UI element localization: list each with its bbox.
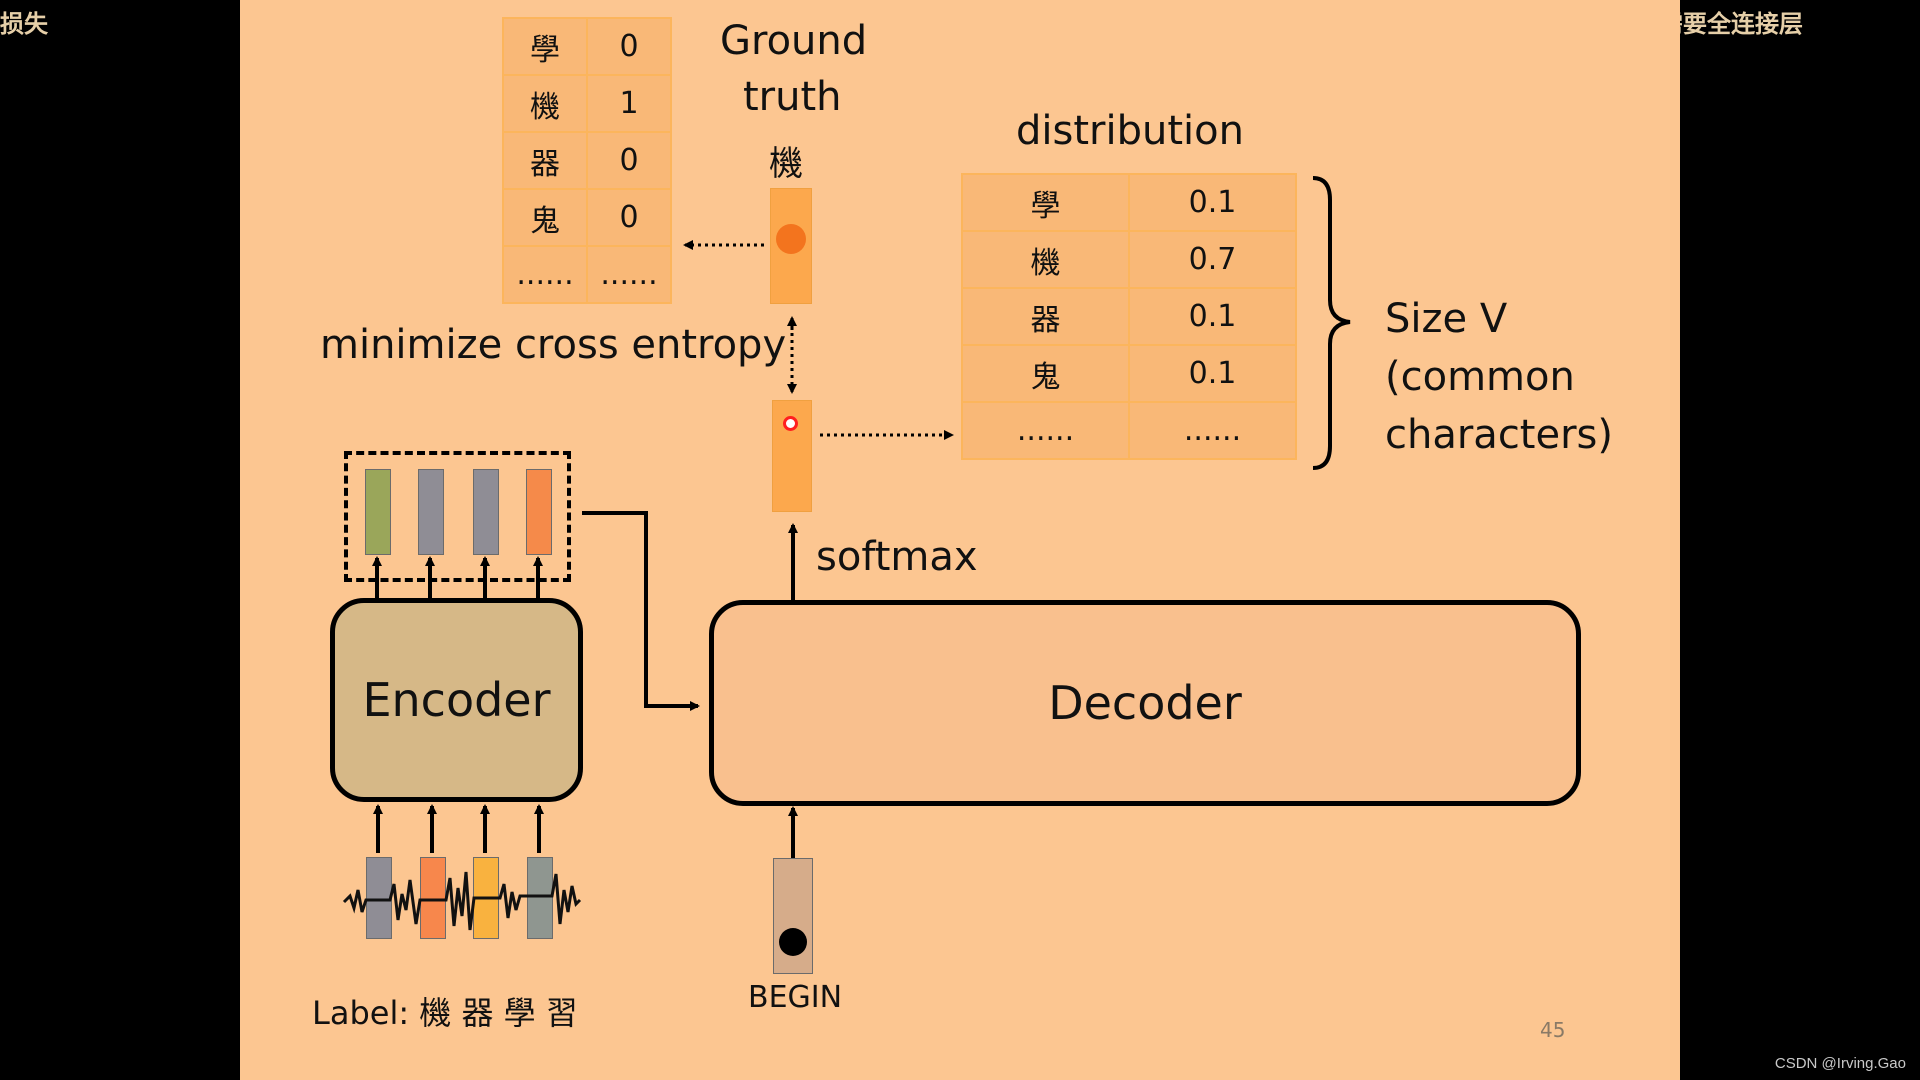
- table-cell-value: 0: [586, 17, 672, 76]
- table-cell-value: 0.7: [1128, 230, 1297, 289]
- softmax-label: softmax: [816, 534, 978, 580]
- table-cell-value: ......: [1128, 401, 1297, 460]
- output-dot: [783, 416, 798, 431]
- table-cell-char: 學: [502, 17, 588, 76]
- encoder-output-vector: [365, 469, 391, 555]
- table-cell-char: 鬼: [961, 344, 1130, 403]
- encoder-output-group: [344, 451, 571, 582]
- table-cell-value: 0.1: [1128, 173, 1297, 232]
- begin-token-dot: [779, 928, 807, 956]
- size-label-line2: (common: [1385, 354, 1575, 400]
- table-cell-char: 鬼: [502, 188, 588, 247]
- watermark: CSDN @Irving.Gao: [1774, 1055, 1906, 1072]
- connector-lines: [342, 176, 1351, 931]
- table-cell-value: 0.1: [1128, 287, 1297, 346]
- encoder-block: Encoder: [330, 598, 583, 802]
- ground-truth-label-line2: truth: [743, 74, 842, 120]
- distribution-label: distribution: [1016, 108, 1244, 154]
- table-cell-char: 學: [961, 173, 1130, 232]
- ground-truth-char: 機: [769, 144, 803, 184]
- minimize-cross-entropy-label: minimize cross entropy: [320, 322, 787, 368]
- table-cell-value: 0: [586, 131, 672, 190]
- decoder-label: Decoder: [1048, 676, 1242, 730]
- table-cell-char: ......: [961, 401, 1130, 460]
- table-cell-value: 1: [586, 74, 672, 133]
- encoder-output-vector: [418, 469, 444, 555]
- table-cell-char: 器: [502, 131, 588, 190]
- encoder-label: Encoder: [362, 673, 551, 727]
- size-label-line1: Size V: [1385, 296, 1508, 342]
- page-number: 45: [1540, 1018, 1566, 1042]
- encoder-output-vector: [526, 469, 552, 555]
- subtitle-left: 损失: [0, 10, 48, 38]
- table-cell-char: ......: [502, 245, 588, 304]
- table-cell-char: 機: [961, 230, 1130, 289]
- encoder-output-vector: [473, 469, 499, 555]
- size-label-line3: characters): [1385, 412, 1613, 458]
- table-cell-value: ......: [586, 245, 672, 304]
- table-row: ............: [961, 401, 1297, 460]
- table-cell-char: 器: [961, 287, 1130, 346]
- table-cell-char: 機: [502, 74, 588, 133]
- table-row: ............: [502, 245, 672, 304]
- label-text: Label: 機 器 學 習: [312, 994, 578, 1032]
- input-feature-vector: [527, 857, 553, 939]
- audio-waveform: [342, 871, 582, 931]
- ground-truth-dot: [776, 224, 806, 254]
- brace: [1312, 176, 1351, 470]
- begin-label: BEGIN: [748, 980, 843, 1015]
- table-cell-value: 0.1: [1128, 344, 1297, 403]
- decoder-block: Decoder: [709, 600, 1581, 806]
- ground-truth-label-line1: Ground: [720, 18, 868, 64]
- table-cell-value: 0: [586, 188, 672, 247]
- encoder-to-decoder-arrow: [582, 511, 700, 711]
